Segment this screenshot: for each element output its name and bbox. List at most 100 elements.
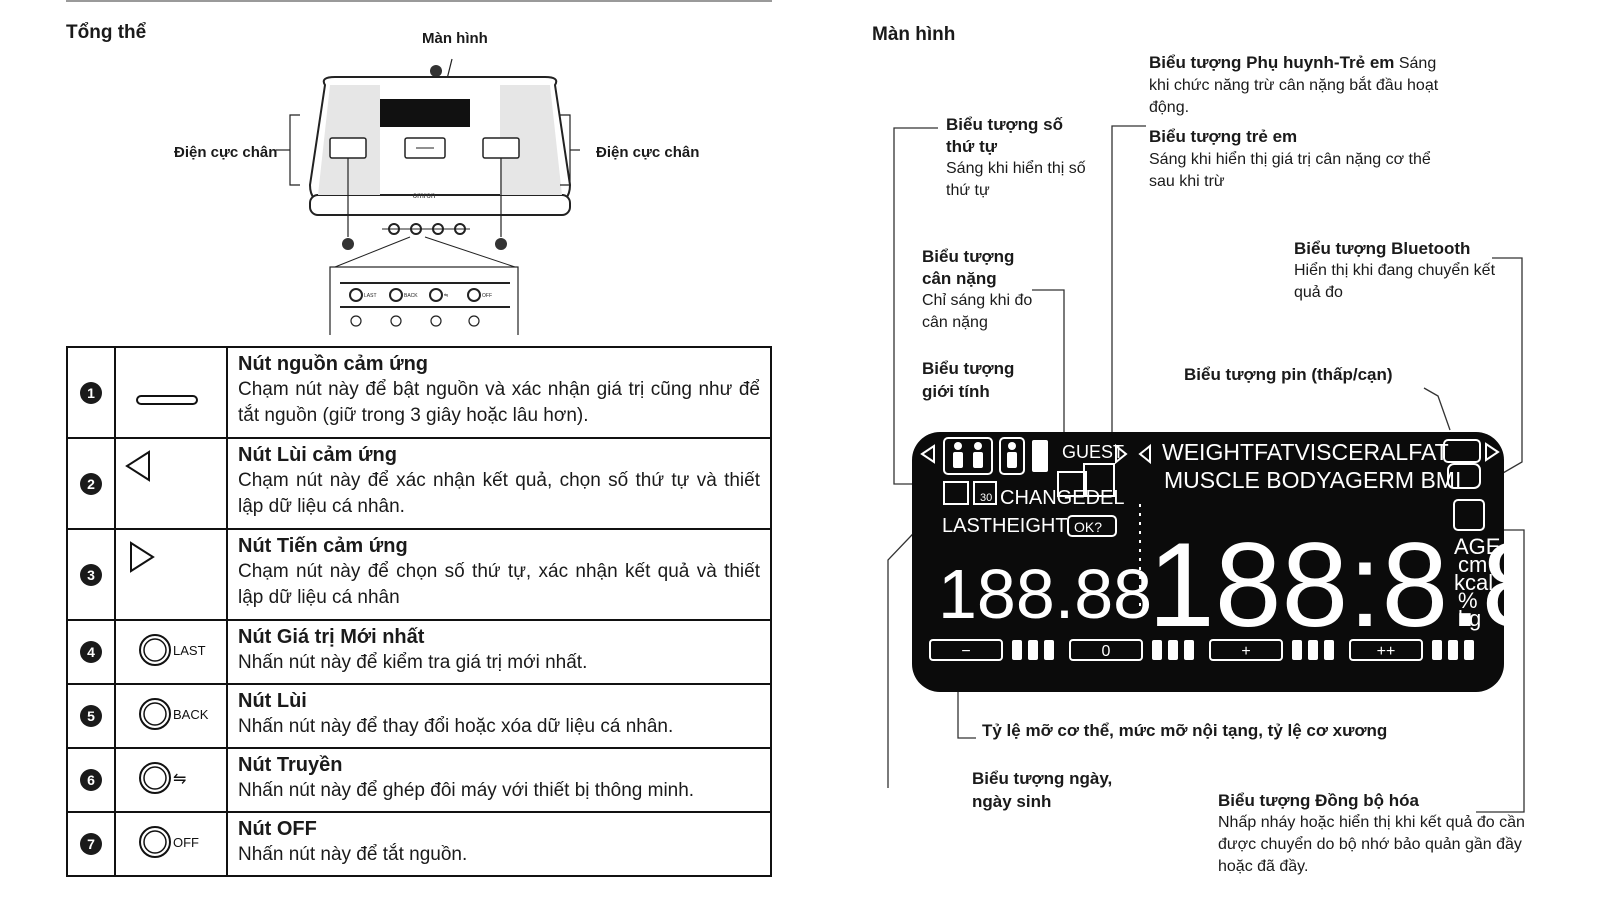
lcd-row2: MUSCLE BODYAGERM BMI bbox=[1164, 467, 1461, 493]
callout-desc: Hiển thị khi đang chuyển kết quả đo bbox=[1294, 262, 1496, 301]
zoom-key-off: OFF bbox=[482, 293, 492, 299]
callout-sync: Biểu tượng Đồng bộ hóa Nhấp nháy hoặc hi… bbox=[1218, 790, 1548, 878]
callout-title: Biểu tượng Phụ huynh-Trẻ em bbox=[1149, 53, 1395, 72]
row-number: 5 bbox=[80, 705, 102, 727]
key-label: BACK bbox=[173, 707, 209, 722]
row-title: Nút Giá trị Mới nhất bbox=[238, 626, 425, 648]
lcd-clock-icon bbox=[1057, 471, 1087, 497]
lcd-bluetooth-icon bbox=[1447, 463, 1481, 489]
lcd-mid-right-arrow-icon bbox=[1115, 443, 1128, 465]
lcd-unit-age: AGE bbox=[1454, 534, 1500, 559]
scale-illustration: omron LAST BACK ⇋ OFF bbox=[276, 58, 580, 335]
lcd-panel: GUEST WEIGHTFATVISCERALFAT MUSCLE BODYAG… bbox=[912, 432, 1508, 692]
callout-parent-child: Biểu tượng Phụ huynh-Trẻ em Sáng khi chứ… bbox=[1149, 52, 1449, 119]
row-desc: Nhấn nút này để thay đổi hoặc xóa dữ liệ… bbox=[238, 716, 674, 737]
lcd-bar-zero: 0 bbox=[1102, 643, 1111, 660]
callout-desc: Sáng khi hiển thị giá trị cân nặng cơ th… bbox=[1149, 151, 1431, 190]
row-number: 1 bbox=[80, 381, 102, 404]
callout-title: Biểu tượng pin (thấp/cạn) bbox=[1184, 365, 1393, 384]
row-title: Nút OFF bbox=[238, 818, 317, 840]
transfer-button-icon: ⇋ bbox=[139, 761, 186, 794]
lcd-guest: GUEST bbox=[1062, 442, 1124, 462]
lcd-battery-icon bbox=[1443, 439, 1481, 463]
lcd-lastheight: LASTHEIGHT bbox=[942, 515, 1068, 537]
callout-title: Tỷ lệ mỡ cơ thể, mức mỡ nội tạng, tỷ lệ … bbox=[982, 721, 1388, 740]
row-desc: Nhấn nút này để tắt nguồn. bbox=[238, 844, 468, 865]
lcd-birthday-icon bbox=[943, 481, 969, 505]
callout-title: Biểu tượng giới tính bbox=[922, 359, 1015, 401]
lcd-unit-kcal: kcal bbox=[1454, 570, 1493, 595]
key-label: OFF bbox=[173, 835, 199, 850]
lcd-small-digits: 188.88 bbox=[938, 555, 1152, 633]
lcd-unit-kg: kg bbox=[1458, 606, 1481, 631]
lcd-changedel: CHANGEDEL bbox=[1000, 487, 1124, 509]
last-button-icon: LAST bbox=[139, 633, 206, 666]
lcd-big-digits: 188:8.8 bbox=[1148, 518, 1508, 652]
lcd-calendar-icon bbox=[973, 481, 997, 505]
off-button-icon: OFF bbox=[139, 825, 199, 858]
lcd-sync-icon bbox=[1453, 499, 1485, 531]
callout-date: Biểu tượng ngày, ngày sinh bbox=[972, 768, 1142, 814]
row-number: 3 bbox=[80, 563, 102, 586]
row-title: Nút Lùi bbox=[238, 690, 307, 712]
key-label: ⇋ bbox=[173, 771, 186, 788]
row-desc: Chạm nút này để chọn số thứ tự, xác nhận… bbox=[238, 561, 760, 608]
lcd-unit-percent: % bbox=[1458, 588, 1478, 613]
row-title: Nút Tiến cảm ứng bbox=[238, 535, 408, 557]
callout-title: Biểu tượng cân nặng bbox=[922, 247, 1015, 288]
row-number: 6 bbox=[80, 769, 102, 791]
lcd-mid-left-arrow-icon bbox=[1138, 443, 1151, 465]
power-touch-icon bbox=[136, 395, 198, 405]
row-number: 7 bbox=[80, 833, 102, 855]
electrode-right-label: Điện cực chân bbox=[596, 144, 700, 161]
overview-title: Tổng thể bbox=[66, 22, 147, 43]
callout-child: Biểu tượng trẻ em Sáng khi hiển thị giá … bbox=[1149, 126, 1449, 193]
lcd-ok-box bbox=[1067, 515, 1117, 537]
key-label: LAST bbox=[173, 643, 206, 658]
lcd-bar-minus: − bbox=[961, 643, 970, 660]
electrode-left-label: Điện cực chân bbox=[174, 144, 278, 161]
lcd-left-arrow-icon bbox=[920, 444, 935, 464]
lcd-unit-cm: cm bbox=[1458, 552, 1487, 577]
callout-battery: Biểu tượng pin (thấp/cạn) bbox=[1184, 364, 1444, 387]
callout-desc: Sáng khi chức năng trừ cân nặng bắt đầu … bbox=[1149, 55, 1439, 116]
lcd-gender-box bbox=[943, 437, 993, 475]
callout-desc: Sáng khi hiển thị số thứ tự bbox=[946, 160, 1086, 199]
screen-label: Màn hình bbox=[422, 30, 488, 47]
row-number: 2 bbox=[80, 472, 102, 495]
callout-title: Biểu tượng số thứ tự bbox=[946, 115, 1063, 156]
callout-title: Biểu tượng Bluetooth bbox=[1294, 239, 1471, 258]
lcd-bar-plus: + bbox=[1241, 643, 1250, 660]
row-title: Nút Lùi cảm ứng bbox=[238, 444, 397, 466]
row-title: Nút Truyền bbox=[238, 754, 343, 776]
lcd-bar-plusplus: ++ bbox=[1377, 643, 1396, 660]
row-desc: Chạm nút này để bật nguồn và xác nhận gi… bbox=[238, 379, 760, 426]
zoom-key-transfer: ⇋ bbox=[444, 293, 448, 299]
callout-desc: Nhấp nháy hoặc hiển thị khi kết quả đo c… bbox=[1218, 814, 1525, 875]
brand-mark: omron bbox=[413, 191, 436, 200]
lcd-right-arrow-icon bbox=[1485, 442, 1500, 462]
forward-triangle-icon bbox=[130, 541, 155, 573]
row-desc: Chạm nút này để xác nhận kết quả, chọn s… bbox=[238, 470, 760, 517]
callout-bluetooth: Biểu tượng Bluetooth Hiển thị khi đang c… bbox=[1294, 238, 1514, 304]
section-divider bbox=[66, 0, 772, 2]
callout-title: Biểu tượng ngày, ngày sinh bbox=[972, 769, 1113, 811]
lcd-ok: OK? bbox=[1074, 519, 1102, 535]
callout-gender: Biểu tượng giới tính bbox=[922, 358, 1042, 404]
callout-weight: Biểu tượng cân nặng Chỉ sáng khi đo cân … bbox=[922, 246, 1042, 334]
row-number: 4 bbox=[80, 641, 102, 663]
zoom-key-back: BACK bbox=[404, 293, 418, 299]
lcd-row1: WEIGHTFATVISCERALFAT bbox=[1162, 439, 1449, 465]
row-title: Nút nguồn cảm ứng bbox=[238, 353, 429, 375]
callout-ratio: Tỷ lệ mỡ cơ thể, mức mỡ nội tạng, tỷ lệ … bbox=[982, 720, 1442, 743]
row-desc: Nhấn nút này để ghép đôi máy với thiết b… bbox=[238, 780, 695, 801]
callout-title: Biểu tượng Đồng bộ hóa bbox=[1218, 791, 1419, 810]
table-row: 7 OFF Nút OFF Nhấn nút này để tắt nguồn. bbox=[66, 811, 772, 877]
